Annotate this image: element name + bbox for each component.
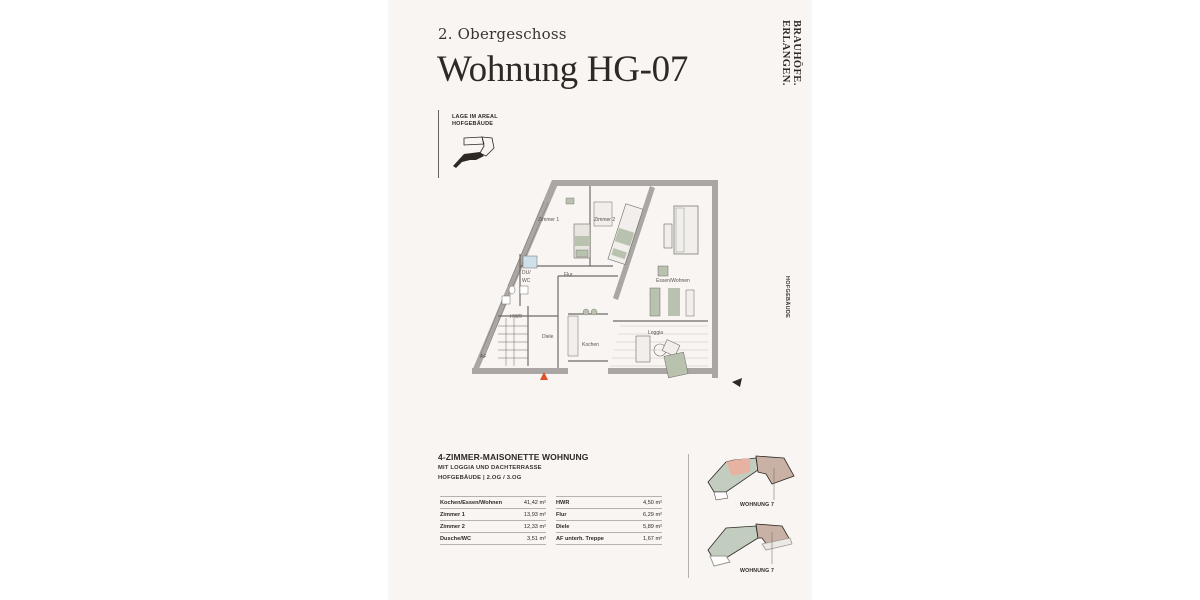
svg-text:Essen/Wohnen: Essen/Wohnen <box>656 278 690 284</box>
mini-plan-divider <box>688 454 689 578</box>
svg-text:Flur: Flur <box>564 272 573 278</box>
svg-text:Zimmer 1: Zimmer 1 <box>538 217 559 223</box>
svg-text:Diele: Diele <box>542 334 554 340</box>
building-side-label: HOFGEBÄUDE <box>784 276 790 319</box>
floor-plan: Zimmer 1 Zimmer 2 DU/ WC Flur Essen/Wohn… <box>472 180 718 380</box>
building-overview-lower-icon <box>707 523 793 567</box>
apartment-type-heading: 4-ZIMMER-MAISONETTE WOHNUNG <box>438 452 589 462</box>
brand-line-2: ERLANGEN. <box>780 20 791 86</box>
brand-logo: BRAUHÖFE. ERLANGEN. <box>780 20 802 86</box>
svg-text:Kochen: Kochen <box>582 342 599 348</box>
floor-label: 2. Obergeschoss <box>438 25 567 43</box>
brand-line-1: BRAUHÖFE. <box>791 20 802 86</box>
svg-text:HWR: HWR <box>510 314 522 320</box>
svg-text:WC: WC <box>522 278 531 284</box>
svg-text:AF: AF <box>480 354 486 360</box>
north-arrow-icon <box>732 378 742 387</box>
location-divider <box>438 110 439 178</box>
svg-text:Zimmer 2: Zimmer 2 <box>594 217 615 223</box>
svg-text:DU/: DU/ <box>522 270 531 276</box>
apartment-building-floors: HOFGEBÄUDE | 2.OG / 3.OG <box>438 475 522 481</box>
mini-plan-label-lower: WOHNUNG 7 <box>740 568 775 574</box>
mini-plan-label-upper: WOHNUNG 7 <box>740 502 775 508</box>
building-overview-upper-icon <box>707 455 795 501</box>
floorplan-page: 2. Obergeschoss Wohnung HG-07 BRAUHÖFE. … <box>388 0 812 600</box>
location-label: LAGE IM AREAL HOFGEBÄUDE <box>452 114 498 127</box>
svg-text:Loggia: Loggia <box>648 330 663 336</box>
apartment-features: MIT LOGGIA UND DACHTERRASSE <box>438 465 542 471</box>
page-title: Wohnung HG-07 <box>437 49 689 90</box>
site-location-icon <box>453 136 495 168</box>
